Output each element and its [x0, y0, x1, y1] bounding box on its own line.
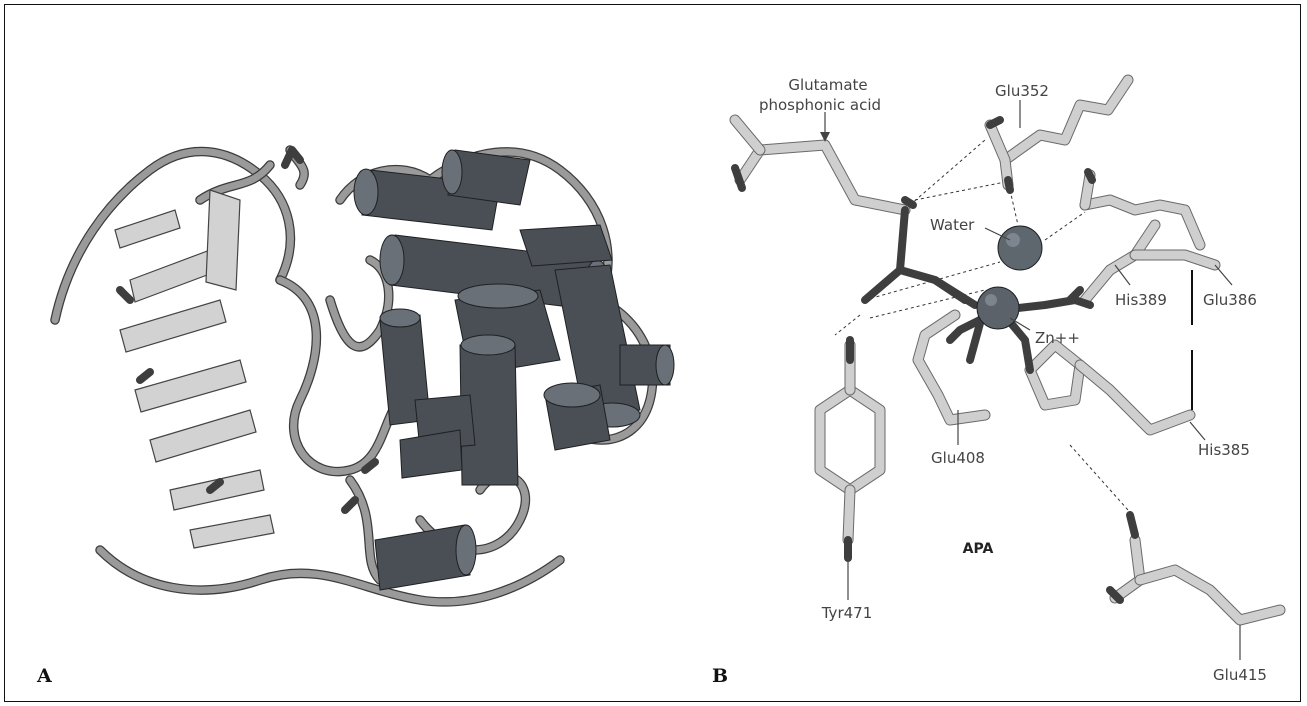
active-site: Glutamate phosphonic acid Glu352 Water H…: [729, 74, 1286, 684]
ligand-label-line1: Glutamate: [788, 76, 867, 94]
glu415-label: Glu415: [1213, 666, 1267, 684]
glu352-label: Glu352: [995, 82, 1049, 100]
protein-fragments: [116, 146, 379, 514]
residue-sticks: [729, 74, 1286, 626]
beta-sheets: [114, 189, 275, 549]
water-label: Water: [930, 216, 975, 234]
protein-cartoon: [50, 145, 675, 607]
his385-label: His385: [1198, 441, 1250, 459]
panel-letter-a: A: [36, 665, 52, 687]
tyr471-label: Tyr471: [821, 604, 873, 622]
water-atom: [997, 225, 1043, 271]
leader-lines: [820, 100, 1241, 660]
glu408-label: Glu408: [931, 449, 985, 467]
glu386-label: Glu386: [1203, 291, 1257, 309]
zinc-atom: [976, 286, 1020, 330]
ligand-label-line2: phosphonic acid: [759, 96, 881, 114]
zn-label: Zn++: [1035, 329, 1080, 347]
figure-border: [4, 4, 1301, 702]
panel-letter-b: B: [712, 665, 728, 687]
atoms: [976, 225, 1043, 330]
helix-cylinders: [353, 149, 675, 591]
apa-label: APA: [963, 541, 994, 557]
his389-label: His389: [1115, 291, 1167, 309]
